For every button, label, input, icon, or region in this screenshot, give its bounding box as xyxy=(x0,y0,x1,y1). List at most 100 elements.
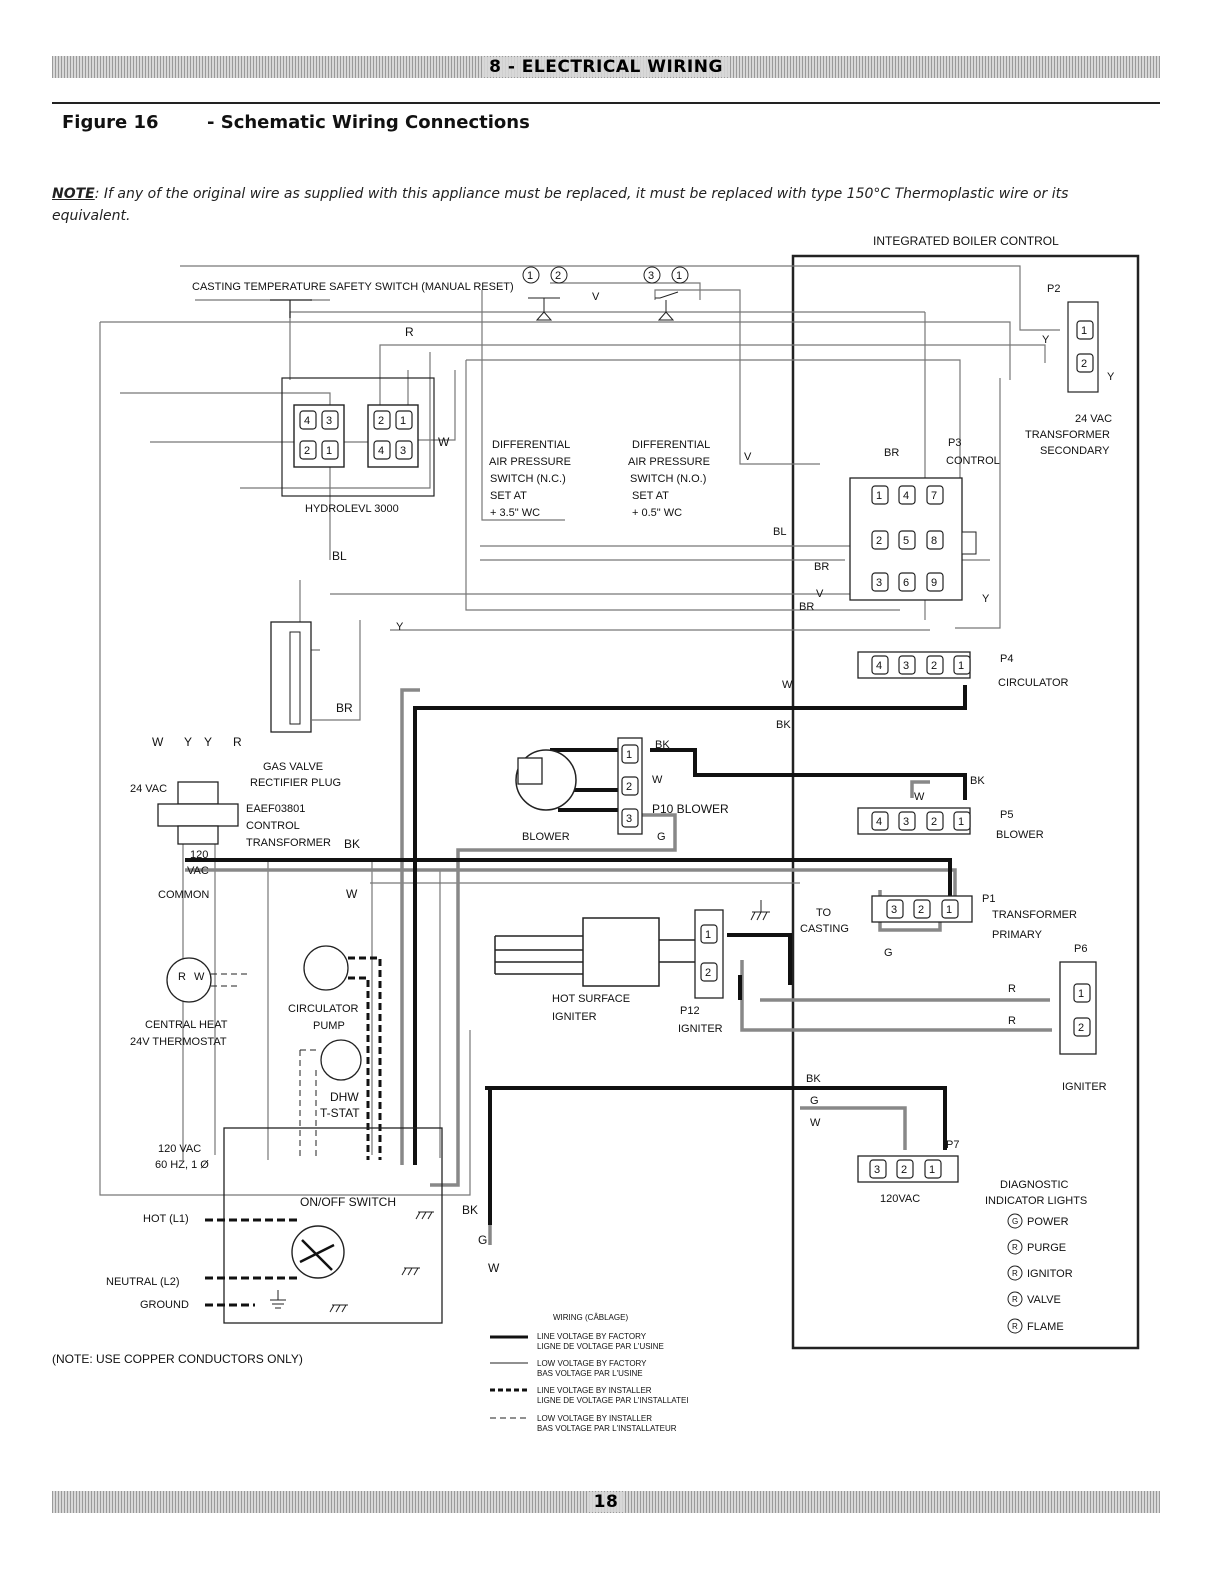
p7-label: P7 xyxy=(946,1139,959,1151)
wire-w-p4: W xyxy=(782,679,793,691)
dap-no-pin-1: 1 xyxy=(676,270,682,282)
note-label: NOTE xyxy=(52,186,95,202)
diag-led-valve: R xyxy=(1012,1295,1018,1304)
hydro-pin-r3: 4 xyxy=(378,445,384,457)
dap-no-line-4: SET AT xyxy=(632,490,669,502)
wire-r-tstat: R xyxy=(178,971,186,983)
diag-label-purge: PURGE xyxy=(1027,1242,1066,1254)
supply-line-2: 60 HZ, 1 Ø xyxy=(155,1159,209,1171)
diag-title-2: INDICATOR LIGHTS xyxy=(985,1195,1087,1207)
control-transformer xyxy=(157,781,239,845)
to-casting-2: CASTING xyxy=(800,923,849,935)
hot-label: HOT (L1) xyxy=(143,1213,189,1225)
p4-pin-3: 3 xyxy=(903,660,909,672)
hydrolevel-pins: 4 3 2 1 2 1 4 3 xyxy=(299,410,413,460)
gas-valve-plug-slot xyxy=(289,631,301,725)
junction-box xyxy=(223,1127,443,1324)
p2-secondary-1: 24 VAC xyxy=(1075,413,1112,425)
hydro-pin-l3: 2 xyxy=(304,445,310,457)
p1-name-2: PRIMARY xyxy=(992,929,1043,941)
p6-pins: 1 2 xyxy=(1073,983,1091,1037)
p6-connector xyxy=(1059,961,1097,1055)
p3-side-tab xyxy=(961,531,977,555)
ground-symbol-casting xyxy=(750,900,770,921)
diag-led-purge: R xyxy=(1012,1243,1018,1252)
wire-w-box: W xyxy=(488,1261,500,1275)
wiring-legend: WIRING (CÂBLAGE) LINE VOLTAGE BY FACTORY… xyxy=(490,1313,689,1433)
p6-pin-2: 2 xyxy=(1078,1022,1084,1034)
legend-4-line-2: BAS VOLTAGE PAR L'INSTALLATEUR xyxy=(537,1424,677,1433)
xfmr-line-2: CONTROL xyxy=(246,820,300,832)
p6-label: P6 xyxy=(1074,943,1087,955)
wire-y-mid: Y xyxy=(396,621,404,633)
wire-bk-p7: BK xyxy=(806,1073,821,1085)
hydrolevel-label: HYDROLEVL 3000 xyxy=(305,503,399,515)
thermostat-line-2: 24V THERMOSTAT xyxy=(130,1036,227,1048)
hot-surface-igniter xyxy=(494,917,695,987)
wire-w-xfmr: W xyxy=(152,735,164,749)
p3-pin-6: 6 xyxy=(903,577,909,589)
p12-name: IGNITER xyxy=(678,1023,723,1035)
wire-r-p6-b: R xyxy=(1008,1015,1016,1027)
legend-2-line-2: BAS VOLTAGE PAR L'USINE xyxy=(537,1369,643,1378)
p7-pin-2: 2 xyxy=(901,1164,907,1176)
wire-y-p2-b: Y xyxy=(1107,371,1115,383)
wire-r-p6-a: R xyxy=(1008,983,1016,995)
xfmr-120-b: VAC xyxy=(187,865,209,877)
hydro-pin-l2: 3 xyxy=(326,415,332,427)
p7-pin-3: 3 xyxy=(874,1164,880,1176)
to-casting-1: TO xyxy=(816,907,832,919)
wire-r-hydro: R xyxy=(405,325,414,339)
legend-1-line-1: LINE VOLTAGE BY FACTORY xyxy=(537,1332,647,1341)
integrated-boiler-control-box xyxy=(791,254,1140,1350)
dap-no-pin-3: 3 xyxy=(648,270,654,282)
wire-y-xfmr-b: Y xyxy=(204,735,212,749)
p7-name: 120VAC xyxy=(880,1193,920,1205)
wire-bk-box: BK xyxy=(462,1203,478,1217)
wire-w-tstat: W xyxy=(194,971,205,983)
diag-led-ignitor: R xyxy=(1012,1269,1018,1278)
copper-note: (NOTE: USE COPPER CONDUCTORS ONLY) xyxy=(52,1352,303,1366)
xfmr-24vac: 24 VAC xyxy=(130,783,167,795)
wire-w-p5: W xyxy=(914,791,925,803)
wire-g-box: G xyxy=(478,1233,487,1247)
dap-nc-switch: 1 2 xyxy=(522,266,568,321)
ground-label: GROUND xyxy=(140,1299,189,1311)
p3-label: P3 xyxy=(948,437,961,449)
blower-label: BLOWER xyxy=(522,831,570,843)
legend-3-line-1: LINE VOLTAGE BY INSTALLER xyxy=(537,1386,652,1395)
dap-nc-line-2: AIR PRESSURE xyxy=(489,456,571,468)
dap-no-line-2: AIR PRESSURE xyxy=(628,456,710,468)
onoff-switch-label: ON/OFF SWITCH xyxy=(300,1195,396,1209)
p4-pin-1: 1 xyxy=(958,660,964,672)
dap-nc-pin-1: 1 xyxy=(527,270,533,282)
dap-nc-line-3: SWITCH (N.C.) xyxy=(490,473,566,485)
wire-v-p3: V xyxy=(816,588,824,600)
dap-nc-line-5: + 3.5" WC xyxy=(490,507,540,519)
diag-led-flame: R xyxy=(1012,1322,1018,1331)
page-number: 18 xyxy=(587,1492,625,1512)
dap-no-line-1: DIFFERENTIAL xyxy=(632,439,710,451)
neutral-label: NEUTRAL (L2) xyxy=(106,1276,180,1288)
wire-g-p7: G xyxy=(810,1095,819,1107)
hydro-pin-r1: 2 xyxy=(378,415,384,427)
legend-1-line-2: LIGNE DE VOLTAGE PAR L'USINE xyxy=(537,1342,664,1351)
p3-pin-4: 4 xyxy=(903,490,909,502)
blower-motor xyxy=(515,749,577,811)
p12-pin-2: 2 xyxy=(705,967,711,979)
dap-no-line-3: SWITCH (N.O.) xyxy=(630,473,706,485)
diag-light-flame: R FLAME xyxy=(1007,1318,1064,1334)
p5-label: P5 xyxy=(1000,809,1013,821)
diag-label-power: POWER xyxy=(1027,1216,1069,1228)
low-voltage-wires xyxy=(99,265,1060,1196)
p2-secondary-3: SECONDARY xyxy=(1040,445,1110,457)
p3-pin-2: 2 xyxy=(876,535,882,547)
p3-pin-3: 3 xyxy=(876,577,882,589)
wire-w-common: W xyxy=(346,887,358,901)
p10-pin-1: 1 xyxy=(626,749,632,761)
header-rule xyxy=(52,102,1160,104)
p5-pin-4: 4 xyxy=(876,816,882,828)
wire-bl-p3: BL xyxy=(773,526,786,538)
hydro-pin-r4: 3 xyxy=(400,445,406,457)
ground-symbols xyxy=(270,1211,434,1313)
